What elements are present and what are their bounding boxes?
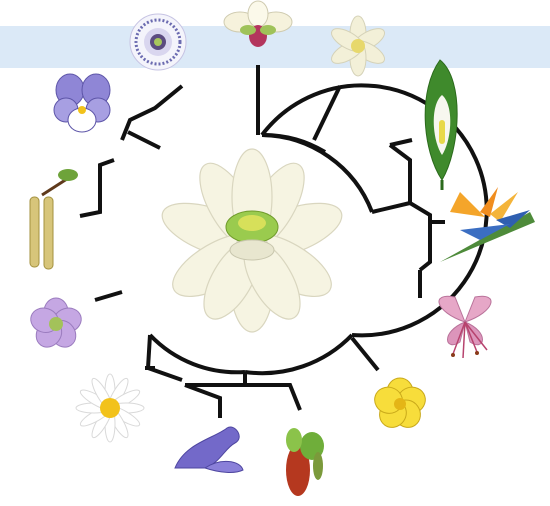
- phylogenetic-tree: [79, 65, 489, 418]
- violet-icon: [53, 73, 111, 133]
- buttercup-icon: [374, 377, 426, 428]
- tree-arc-outer: [260, 83, 489, 338]
- branch-calla: [389, 138, 413, 147]
- orchid-icon: [286, 428, 324, 496]
- daisy-icon: [75, 373, 145, 443]
- branch-violet: [120, 84, 184, 141]
- primrose-icon: [30, 297, 82, 348]
- branch-water-lily: [312, 85, 342, 141]
- branch-catkin: [79, 158, 115, 218]
- passion-flower-icon: [129, 13, 187, 71]
- catkin-icon: [29, 169, 78, 270]
- magnolia-icon: [223, 0, 293, 47]
- branch-buttercup: [350, 336, 380, 372]
- branch-water-lily-arc: [261, 132, 327, 154]
- water-lily-icon: [331, 15, 385, 77]
- ancestral-flower: [161, 148, 343, 333]
- branch-passion: [127, 130, 161, 150]
- calla-lily-icon: [424, 59, 458, 190]
- branch-orchid: [243, 372, 302, 411]
- tree-arc-bottom-right: [244, 333, 354, 376]
- lily-icon: [438, 295, 492, 359]
- branch-right-bracket: [371, 143, 412, 214]
- branch-bird-bracket: [408, 201, 432, 272]
- branch-primrose: [94, 290, 123, 302]
- tree-arc-bottom: [148, 333, 246, 375]
- bird-of-paradise-icon: [440, 187, 535, 262]
- branch-snapdragon: [184, 383, 222, 418]
- top-band: [0, 26, 550, 68]
- snapdragon-icon: [174, 426, 244, 473]
